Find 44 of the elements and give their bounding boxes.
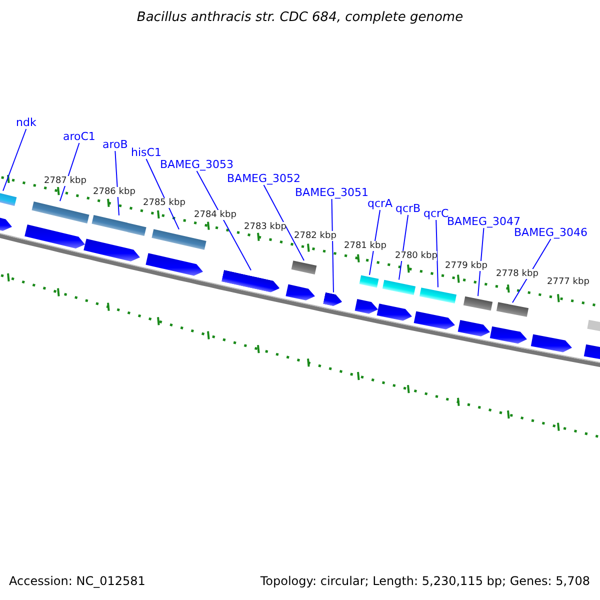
diagram-title: Bacillus anthracis str. CDC 684, complete genome bbox=[136, 10, 464, 25]
leader-line bbox=[196, 170, 252, 271]
leader-line bbox=[331, 198, 334, 293]
leader-line bbox=[398, 214, 409, 280]
genome-info-text: Topology: circular; Length: 5,230,115 bp; Genes: 5,708 bbox=[260, 574, 590, 588]
gene-label: BAMEG_3053 bbox=[160, 159, 234, 171]
leader-line bbox=[114, 150, 120, 216]
gene-feature-bar bbox=[464, 296, 492, 310]
gene-label: hisC1 bbox=[131, 147, 162, 159]
gene-feature-bar bbox=[292, 260, 316, 274]
gene-label: qcrA bbox=[368, 198, 393, 210]
gene-label: BAMEG_3051 bbox=[295, 187, 369, 199]
gene-label: qcrC bbox=[424, 208, 449, 220]
gene-label: aroC1 bbox=[63, 131, 96, 143]
scale-label: 2784 kbp bbox=[194, 210, 236, 220]
scale-label: 2785 kbp bbox=[143, 198, 186, 208]
leader-line bbox=[368, 210, 381, 276]
gene-label: BAMEG_3047 bbox=[447, 216, 521, 228]
scale-label: 2779 kbp bbox=[445, 261, 488, 271]
scale-label: 2781 kbp bbox=[344, 241, 386, 251]
scale-label: 2783 kbp bbox=[244, 222, 286, 232]
leader-line bbox=[146, 158, 180, 230]
leader-line bbox=[436, 220, 438, 288]
leader-line bbox=[512, 238, 552, 304]
gene-label: qcrB bbox=[396, 203, 421, 215]
accession-text: Accession: NC_012581 bbox=[9, 574, 146, 588]
leader-line bbox=[60, 142, 80, 202]
gene-label: BAMEG_3046 bbox=[514, 227, 588, 239]
gene-label: ndk bbox=[16, 117, 36, 129]
scale-label: 2780 kbp bbox=[395, 251, 438, 261]
scale-label: 2778 kbp bbox=[496, 269, 538, 279]
leader-line bbox=[263, 184, 304, 261]
gene-feature-bar bbox=[382, 280, 416, 295]
leader-line bbox=[2, 128, 27, 192]
cds-feature bbox=[323, 292, 344, 308]
gene-feature-bar bbox=[496, 302, 528, 318]
gene-label: aroB bbox=[102, 139, 128, 151]
scale-label: 2777 kbp bbox=[547, 277, 590, 287]
scale-label: 2787 kbp bbox=[44, 176, 86, 186]
gene-label: BAMEG_3052 bbox=[227, 173, 301, 185]
scale-label: 2782 kbp bbox=[294, 231, 336, 241]
scale-label: 2786 kbp bbox=[93, 187, 136, 197]
gene-feature-bar bbox=[360, 274, 380, 288]
leader-line bbox=[478, 228, 484, 297]
